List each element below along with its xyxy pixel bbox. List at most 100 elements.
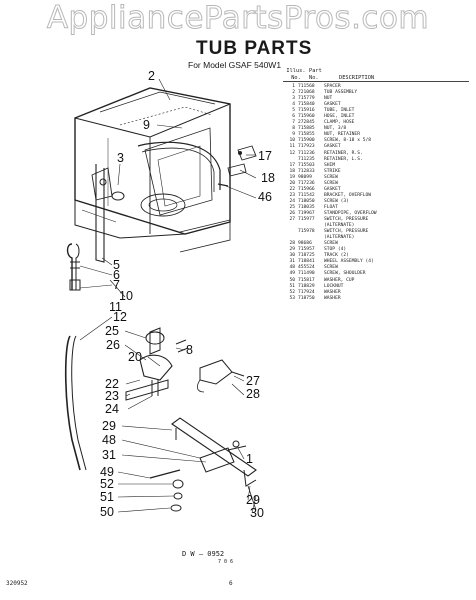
description: FLOAT [324,204,338,210]
illus-no: 8 [292,126,295,132]
part-no: 455524 [298,265,315,271]
illus-no: 30 [289,253,295,259]
callout-28: 28 [246,387,260,401]
illus-no: 7 [292,120,295,126]
description: SCREW [324,241,338,247]
description: STRIKE [324,168,341,174]
illus-no: 23 [289,192,295,198]
parts-row: 715978 SWITCH, PRESSURE [283,229,469,235]
illus-no: 5 [292,108,295,114]
header-illus: Illus. [286,68,306,74]
callout-8: 8 [186,343,193,357]
description: SWITCH, PRESSURE [324,229,369,235]
callout-9: 9 [143,118,150,132]
callout-26: 26 [106,338,120,352]
part-no: 715978 [298,229,315,235]
part-no: 715840 [298,102,315,108]
illus-no: 26 [289,210,295,216]
callout-11: 11 [109,300,122,314]
illus-no: 51 [289,283,295,289]
part-no: 712833 [298,168,315,174]
description: NUT, RETAINER [324,132,360,138]
watermark: AppliancePartsPros.com [46,0,430,37]
description: RETAINER, L.S. [324,156,363,162]
description: TUBE, INLET [324,108,355,114]
description: SCREW, 8-18 x 5/8 [324,138,372,144]
description: SWITCH, PRESSURE [324,217,369,223]
page-title: TUB PARTS [196,38,313,59]
part-no: 718841 [298,259,315,265]
illus-no: 27 [289,217,295,223]
part-no: 711235 [298,156,315,162]
part-no: 711568 [298,84,315,89]
tub-assembly-drawing [74,87,231,253]
callout-20: 20 [128,350,142,364]
description: (ALTERNATE) [324,235,355,241]
description: GASKET [324,186,341,192]
document-number: 320952 [6,580,28,587]
illus-no: 25 [289,204,295,210]
parts-header-row2: No. No. DESCRIPTION [283,74,469,82]
leader-lines [79,78,257,514]
illus-no: 1 [292,84,295,89]
illus-no: 20 [289,180,295,186]
part-no: 718050 [298,198,315,204]
parts-row: 711235 RETAINER, L.S. [283,157,469,163]
part-no: 715916 [298,108,315,114]
callout-23: 23 [105,389,119,403]
header-description: DESCRIPTION [339,74,375,81]
track-wheel-drawing [149,417,257,512]
part-no: 711490 [298,271,315,277]
part-no: 715960 [298,114,315,120]
illus-no: 49 [289,271,295,277]
part-no: 718035 [298,204,315,210]
illus-no: 12 [289,150,295,156]
description: GASKET [324,102,341,108]
illus-no: 17 [289,162,295,168]
description: SCREW [324,180,338,186]
part-no: 715817 [298,277,315,283]
header-part: Part [309,68,322,74]
part-no: 715503 [298,162,315,168]
description: SCREW (3) [324,198,349,204]
part-no: 717923 [298,144,315,150]
description: (ALTERNATE) [324,223,355,229]
part-no: 98099 [298,174,312,180]
illus-no: 18 [289,168,295,174]
illus-no: 3 [292,96,295,102]
parts-row: (ALTERNATE) [283,223,469,229]
callout-5: 5 [113,258,120,272]
header-no-illus: No. [291,74,301,81]
description: WASHER [324,295,341,301]
callout-18: 18 [261,171,275,185]
illus-no: 50 [289,277,295,283]
callout-17: 17 [258,149,272,163]
part-no: 721068 [298,90,315,96]
callout-22: 22 [105,377,119,391]
callout-51: 51 [100,490,114,504]
callout-24: 24 [105,402,119,416]
illus-no: 6 [292,114,295,120]
description: RETAINER, R.S. [324,150,363,156]
callout-52: 52 [100,477,114,491]
description: GASKET [324,144,341,150]
